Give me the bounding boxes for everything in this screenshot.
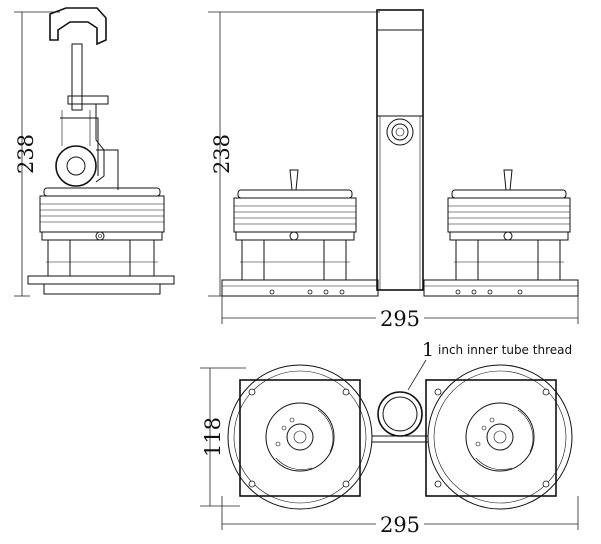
top-width-dimension: 295 (221, 496, 579, 537)
callout-number: 1 (422, 339, 434, 361)
top-width-label: 295 (380, 513, 420, 537)
top-beacon-right (425, 364, 573, 510)
front-width-dimension: 295 (221, 296, 579, 331)
side-height-label: 238 (14, 134, 38, 174)
front-width-label: 295 (380, 307, 420, 331)
front-view: 238 (208, 9, 579, 331)
side-beacon (27, 187, 175, 295)
top-center-tube (372, 391, 428, 443)
top-depth-label: 118 (201, 417, 225, 457)
side-height-dimension: 238 (14, 11, 60, 297)
callout-text: inch inner tube thread (438, 343, 572, 357)
front-mast (376, 9, 424, 291)
front-base-plates (221, 279, 579, 297)
front-height-label: 238 (210, 134, 234, 174)
top-view: 118 (200, 364, 579, 537)
side-bracket (49, 7, 119, 190)
thread-callout: 1 inch inner tube thread (407, 339, 572, 391)
top-depth-dimension: 118 (200, 367, 246, 507)
top-beacon-left (227, 364, 373, 510)
front-height-dimension: 238 (208, 11, 380, 297)
side-view: 238 (14, 7, 175, 297)
front-beacon-left (233, 169, 357, 280)
front-beacon-right (447, 169, 571, 280)
